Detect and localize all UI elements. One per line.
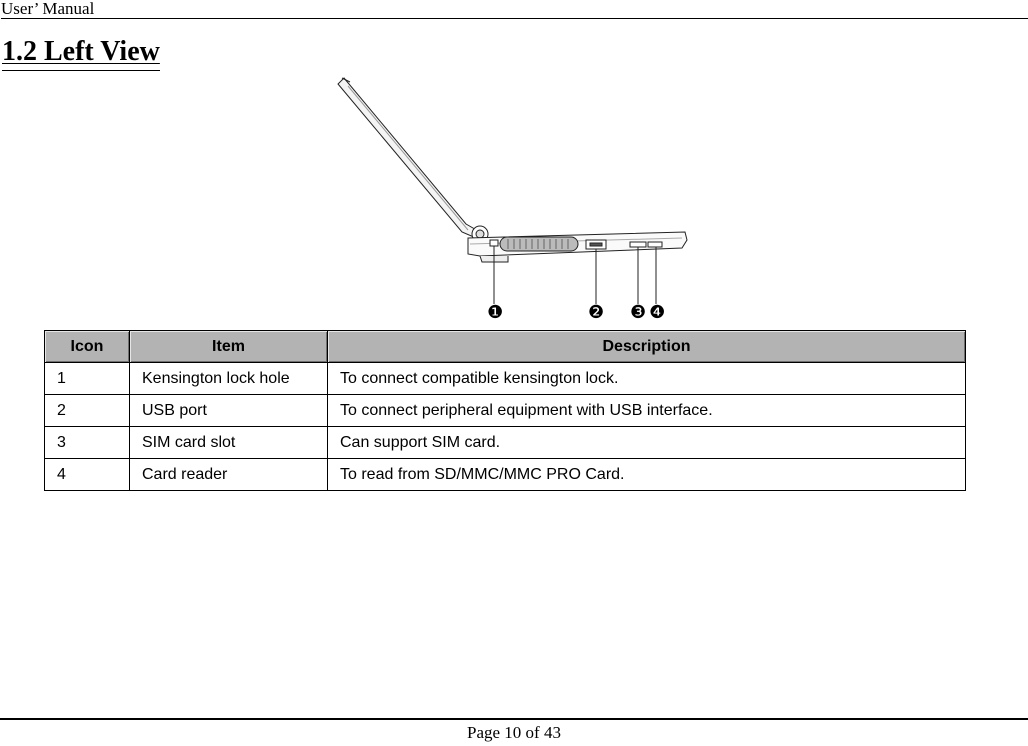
cell-description: To read from SD/MMC/MMC PRO Card. [327,458,966,491]
table-row: 4 Card reader To read from SD/MMC/MMC PR… [44,458,966,491]
cell-icon: 3 [44,426,130,459]
table-row: 3 SIM card slot Can support SIM card. [44,426,966,459]
table-row: 1 Kensington lock hole To connect compat… [44,362,966,395]
table-header-row: Icon Item Description [44,330,966,363]
laptop-lid [337,77,481,239]
cell-item: SIM card slot [129,426,328,459]
cell-icon: 4 [44,458,130,491]
laptop-left-view-figure: ❶ ❷ ❸ ❹ [337,77,688,323]
cell-description: To connect compatible kensington lock. [327,362,966,395]
table-row: 2 USB port To connect peripheral equipme… [44,394,966,427]
sim-slot [629,241,647,248]
callout-4: ❹ [649,302,665,323]
card-reader-slot [647,241,663,248]
cell-icon: 1 [44,362,130,395]
callout-2: ❷ [588,302,604,323]
callout-1: ❶ [487,302,503,323]
page-footer: Page 10 of 43 [0,718,1028,746]
cell-icon: 2 [44,394,130,427]
left-view-table: Icon Item Description 1 Kensington lock … [44,330,966,491]
column-header-item: Item [129,330,328,363]
vent [499,236,579,252]
callout-3: ❸ [630,302,646,323]
cell-item: Kensington lock hole [129,362,328,395]
section-title: 1.2 Left View [2,36,160,71]
kensington-slot [489,239,499,247]
cell-item: USB port [129,394,328,427]
cell-description: To connect peripheral equipment with USB… [327,394,966,427]
column-header-icon: Icon [44,330,130,363]
cell-item: Card reader [129,458,328,491]
column-header-description: Description [327,330,966,363]
running-header: User’ Manual [1,0,1028,19]
cell-description: Can support SIM card. [327,426,966,459]
